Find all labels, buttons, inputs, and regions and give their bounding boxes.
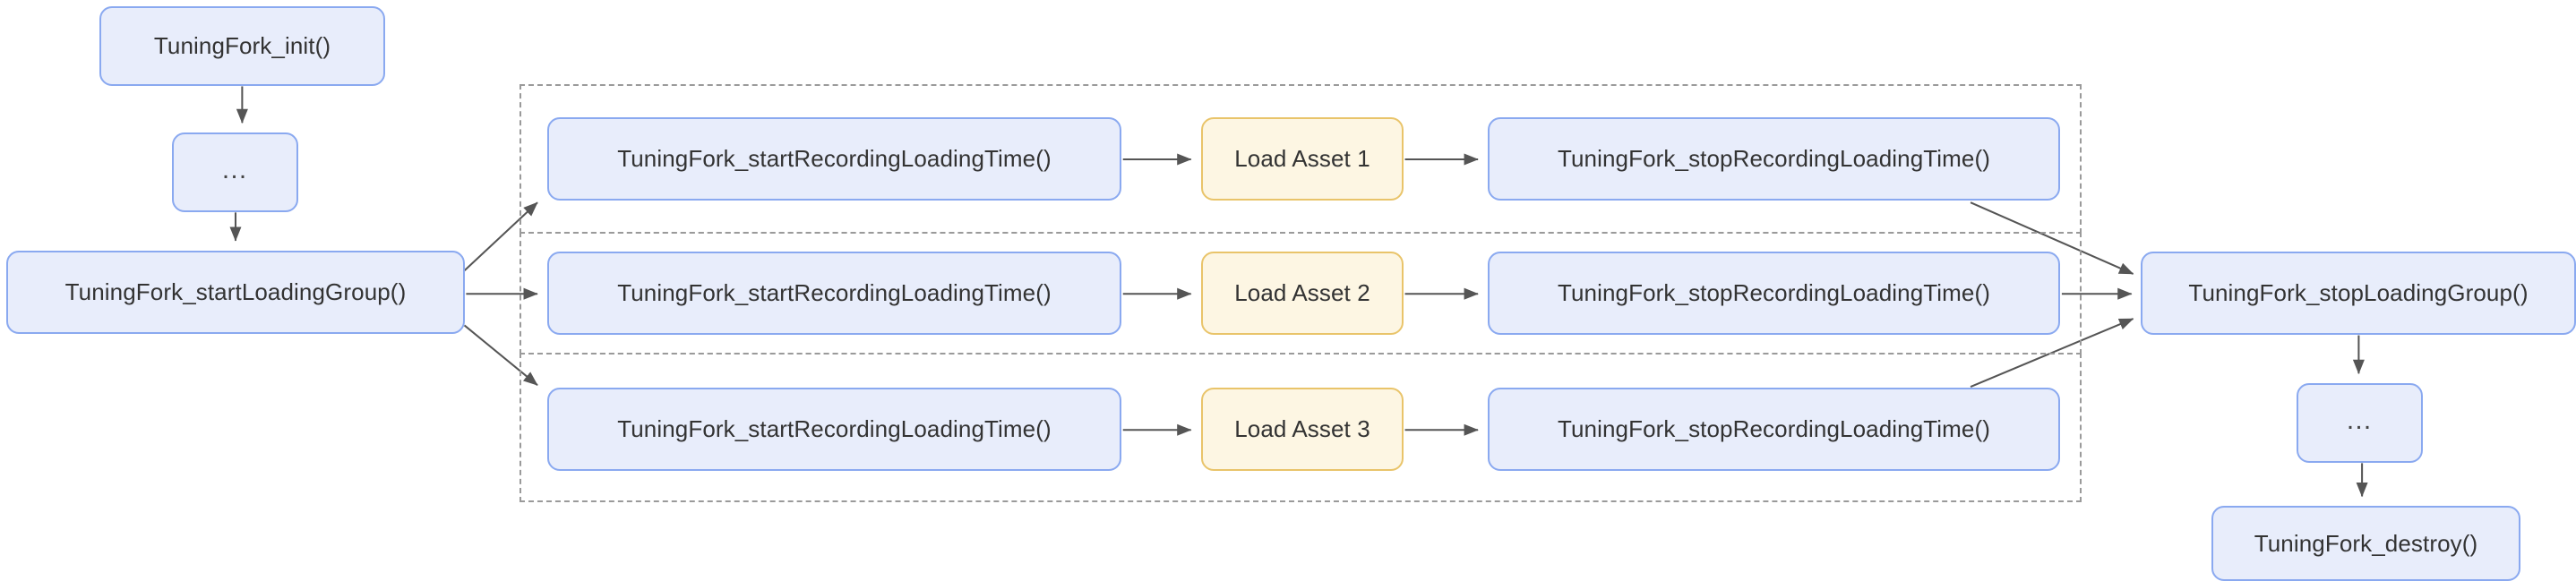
- node-ellipsis-top[interactable]: …: [172, 132, 298, 212]
- node-label: TuningFork_startRecordingLoadingTime(): [617, 415, 1052, 443]
- node-label: Load Asset 2: [1234, 279, 1370, 307]
- node-label: TuningFork_stopLoadingGroup(): [2188, 279, 2529, 307]
- node-label: Load Asset 1: [1234, 145, 1370, 173]
- node-label: TuningFork_destroy(): [2254, 529, 2478, 557]
- node-label: …: [220, 155, 250, 184]
- node-tuningfork-init[interactable]: TuningFork_init(): [99, 6, 385, 86]
- node-start-recording-loading-time-2[interactable]: TuningFork_startRecordingLoadingTime(): [547, 252, 1121, 335]
- node-tuningfork-stop-loading-group[interactable]: TuningFork_stopLoadingGroup(): [2141, 252, 2576, 335]
- node-label: TuningFork_startLoadingGroup(): [64, 278, 407, 306]
- node-label: TuningFork_startRecordingLoadingTime(): [617, 279, 1052, 307]
- node-stop-recording-loading-time-2[interactable]: TuningFork_stopRecordingLoadingTime(): [1488, 252, 2060, 335]
- node-stop-recording-loading-time-1[interactable]: TuningFork_stopRecordingLoadingTime(): [1488, 117, 2060, 201]
- node-tuningfork-start-loading-group[interactable]: TuningFork_startLoadingGroup(): [6, 251, 465, 334]
- node-ellipsis-bottom[interactable]: …: [2297, 383, 2423, 463]
- node-stop-recording-loading-time-3[interactable]: TuningFork_stopRecordingLoadingTime(): [1488, 388, 2060, 471]
- node-label: Load Asset 3: [1234, 415, 1370, 443]
- node-label: TuningFork_stopRecordingLoadingTime(): [1557, 279, 1990, 307]
- node-label: TuningFork_stopRecordingLoadingTime(): [1557, 415, 1990, 443]
- node-start-recording-loading-time-3[interactable]: TuningFork_startRecordingLoadingTime(): [547, 388, 1121, 471]
- node-start-recording-loading-time-1[interactable]: TuningFork_startRecordingLoadingTime(): [547, 117, 1121, 201]
- node-tuningfork-destroy[interactable]: TuningFork_destroy(): [2211, 506, 2520, 581]
- group-asset-3: [519, 353, 2082, 502]
- node-load-asset-1[interactable]: Load Asset 1: [1201, 117, 1404, 201]
- node-load-asset-3[interactable]: Load Asset 3: [1201, 388, 1404, 471]
- node-label: TuningFork_stopRecordingLoadingTime(): [1557, 145, 1990, 173]
- node-label: TuningFork_init(): [153, 32, 331, 60]
- node-label: …: [2345, 406, 2374, 435]
- node-load-asset-2[interactable]: Load Asset 2: [1201, 252, 1404, 335]
- node-label: TuningFork_startRecordingLoadingTime(): [617, 145, 1052, 173]
